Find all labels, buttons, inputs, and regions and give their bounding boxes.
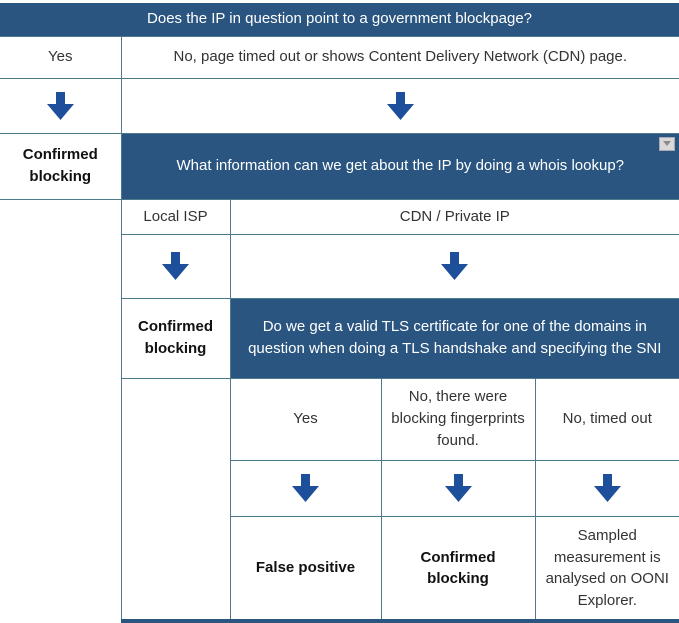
down-arrow-icon: [593, 474, 621, 502]
question-whois-lookup: What information can we get about the IP…: [120, 132, 679, 200]
arrow-cell-cdn: [229, 233, 679, 299]
arrow-cell-no: [120, 77, 679, 134]
answer-timed-out: No, timed out: [534, 377, 679, 461]
question-tls-certificate: Do we get a valid TLS certificate for on…: [229, 297, 679, 379]
answer-yes: Yes: [0, 35, 122, 79]
outcome-confirmed-blocking-2: Confirmed blocking: [120, 297, 231, 379]
decision-table: Does the IP in question point to a gover…: [0, 3, 679, 620]
answer-cdn-private-ip: CDN / Private IP: [229, 198, 679, 235]
down-arrow-icon: [292, 474, 319, 502]
answer-blocking-fingerprints: No, there were blocking fingerprints fou…: [380, 377, 536, 461]
dropdown-button[interactable]: [659, 136, 676, 151]
arrow-cell-local-isp: [120, 233, 231, 299]
down-arrow-icon: [386, 91, 414, 120]
down-arrow-icon: [162, 252, 189, 280]
answer-no-cdn-page: No, page timed out or shows Content Deli…: [120, 35, 679, 79]
arrow-cell-tls-yes: [229, 459, 382, 517]
empty-column-2: [120, 377, 231, 620]
arrow-cell-timed-out: [534, 459, 679, 517]
empty-column-1: [0, 198, 122, 620]
chevron-down-icon: [663, 141, 672, 146]
down-arrow-icon: [444, 474, 472, 502]
outcome-confirmed-blocking-3: Confirmed blocking: [380, 515, 536, 620]
outcome-false-positive: False positive: [229, 515, 382, 620]
arrow-cell-fingerprints: [380, 459, 536, 517]
next-section-header-sliver: [121, 619, 679, 623]
question-government-blockpage: Does the IP in question point to a gover…: [0, 3, 679, 37]
down-arrow-icon: [46, 91, 74, 120]
answer-local-isp: Local ISP: [120, 198, 231, 235]
question-whois-label: What information can we get about the IP…: [176, 157, 625, 175]
down-arrow-icon: [441, 252, 469, 280]
answer-tls-yes: Yes: [229, 377, 382, 461]
outcome-sampled-measurement: Sampled measurement is analysed on OONI …: [534, 515, 679, 620]
outcome-confirmed-blocking-1: Confirmed blocking: [0, 132, 122, 200]
arrow-cell-yes: [0, 77, 122, 134]
